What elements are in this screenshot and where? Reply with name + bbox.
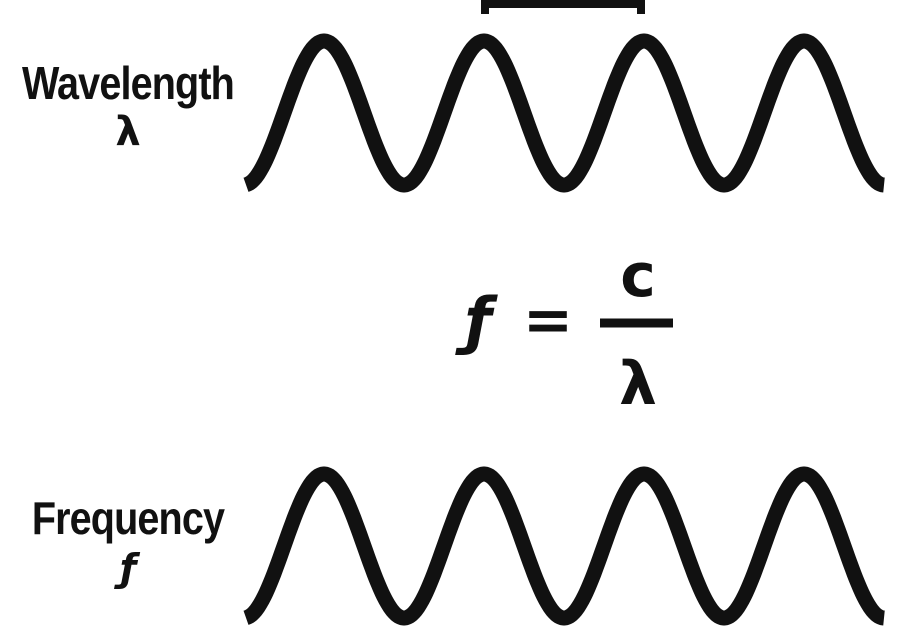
wavelength-bracket [481,0,645,14]
formula-lhs: ƒ [455,284,499,357]
wavelength-label: Wavelength λ [4,60,252,152]
frequency-title: Frequency [31,492,225,544]
wavelength-wave [240,33,890,193]
formula-equals: = [523,285,573,355]
wavelength-symbol: λ [115,109,141,155]
formula-denominator: λ [619,349,657,419]
frequency-symbol: ƒ [119,546,137,590]
wavelength-title: Wavelength [22,57,235,109]
frequency-label: Frequency ƒ [14,495,242,587]
formula-numerator: c [620,241,656,311]
frequency-wave [240,466,890,626]
